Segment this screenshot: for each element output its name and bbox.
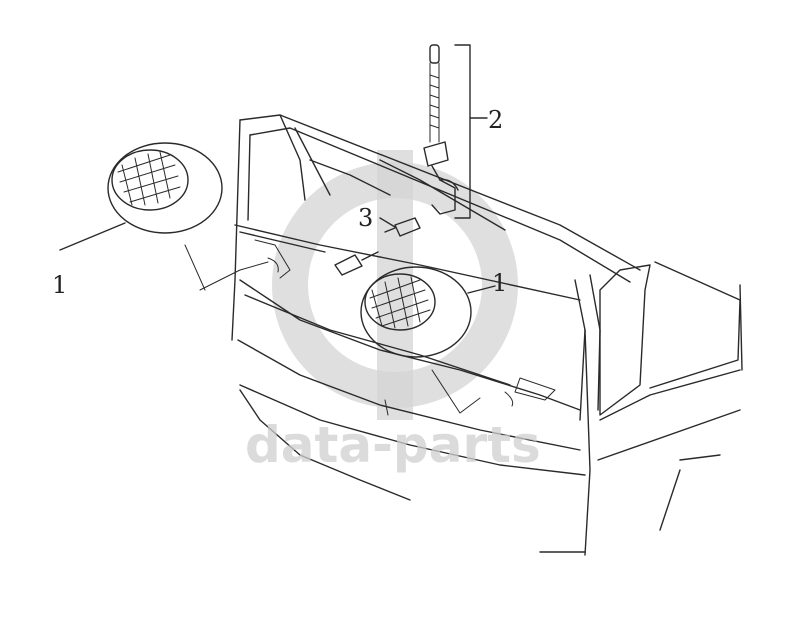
lamp-center	[360, 266, 496, 358]
lamp-left	[59, 142, 223, 251]
cab-body	[184, 114, 743, 556]
antenna	[423, 44, 488, 219]
callout-lamp-left: 1	[52, 271, 67, 299]
watermark-logo	[272, 150, 518, 420]
callout-antenna: 2	[488, 106, 503, 134]
callout-lamp-center: 1	[492, 269, 507, 297]
watermark-text: data-parts	[245, 416, 541, 474]
connector	[334, 217, 421, 276]
callout-connector: 3	[358, 204, 373, 232]
